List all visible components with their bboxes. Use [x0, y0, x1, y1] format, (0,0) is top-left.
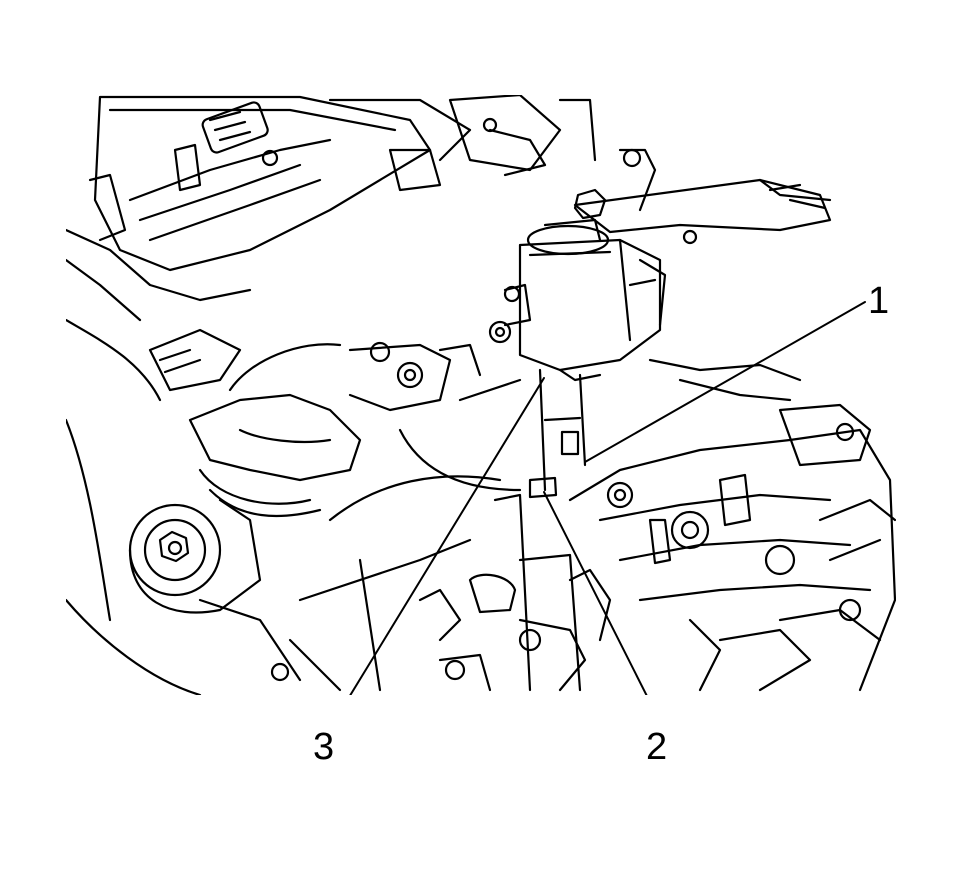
callout-label-1: 1 — [868, 280, 890, 322]
pump-shaft — [528, 368, 587, 499]
oil-filter-housing — [66, 418, 302, 695]
coolant-hoses — [66, 318, 482, 518]
fuel-pump-assembly — [488, 188, 667, 382]
leader-line-1 — [584, 301, 866, 463]
air-cleaner-housing — [66, 95, 472, 322]
transmission-housing — [568, 403, 896, 692]
callout-label-3: 3 — [313, 726, 335, 768]
leader-line-3 — [349, 377, 545, 695]
wiring-connectors — [388, 95, 597, 192]
engine-block-outline — [288, 358, 802, 692]
leader-lines — [349, 301, 866, 695]
mounting-bracket — [573, 148, 832, 245]
lower-bracket — [418, 493, 612, 692]
callout-label-2: 2 — [646, 726, 668, 768]
leader-line-2 — [543, 491, 648, 695]
